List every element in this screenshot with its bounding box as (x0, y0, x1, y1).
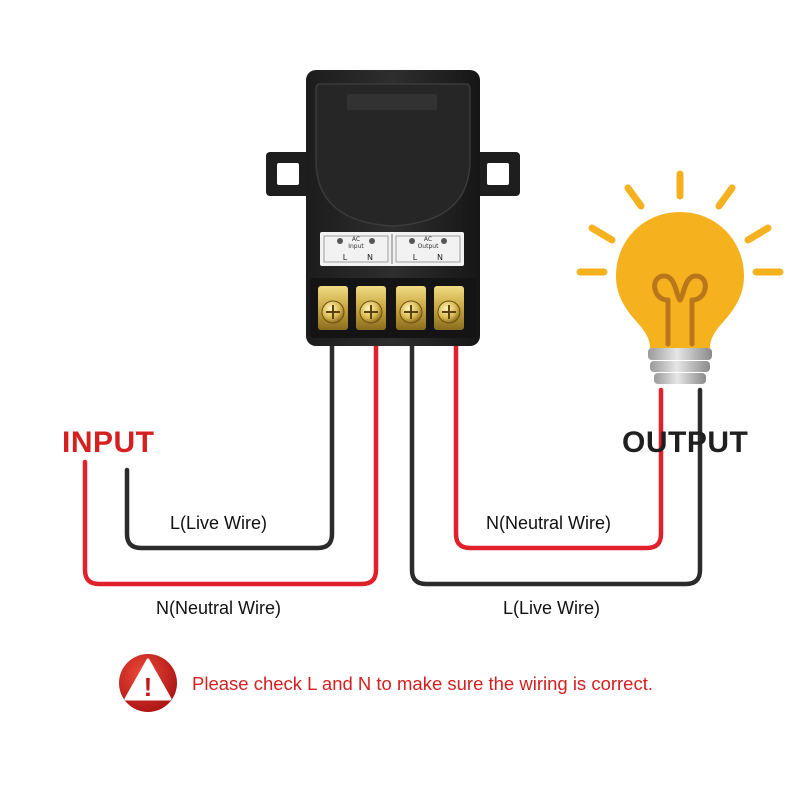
left-neutral-wire (82, 335, 379, 587)
right-live-wire (409, 335, 703, 587)
relay-cover-dome (315, 83, 471, 227)
terminal-screw (396, 286, 426, 330)
right-live-wire-label: L(Live Wire) (503, 598, 601, 618)
left-neutral-wire-label: N(Neutral Wire) (156, 598, 282, 618)
terminal-screws (318, 286, 464, 330)
terminal-screw (318, 286, 348, 330)
bulb-filament (652, 273, 708, 347)
warning-glyph: ! (144, 672, 153, 702)
ac-input-label-line2: Input (348, 243, 364, 250)
output-label: OUTPUT (622, 426, 749, 459)
light-bulb-icon (576, 170, 784, 384)
bulb-glass (616, 212, 744, 348)
relay-module: AC Input AC Output L N L N (266, 70, 520, 346)
terminal-screw (434, 286, 464, 330)
bulb-base (648, 348, 712, 360)
ac-output-label-line1: AC (424, 236, 432, 243)
warning-message: Please check L and N to make sure the wi… (192, 673, 653, 694)
ac-output-label-line2: Output (418, 243, 439, 250)
input-label: INPUT (62, 426, 155, 459)
terminal-n-output: N (437, 253, 443, 262)
right-neutral-wire (453, 335, 664, 551)
wires (82, 335, 703, 587)
warning-icon: ! (119, 654, 177, 712)
right-neutral-wire-label: N(Neutral Wire) (486, 513, 612, 533)
left-live-wire (124, 335, 335, 551)
terminal-l-input: L (343, 253, 348, 262)
terminal-screw (356, 286, 386, 330)
bulb-rays (576, 170, 784, 276)
ac-input-label-line1: AC (352, 236, 360, 243)
left-live-wire-label: L(Live Wire) (170, 513, 268, 533)
terminal-n-input: N (367, 253, 373, 262)
terminal-l-output: L (413, 253, 418, 262)
